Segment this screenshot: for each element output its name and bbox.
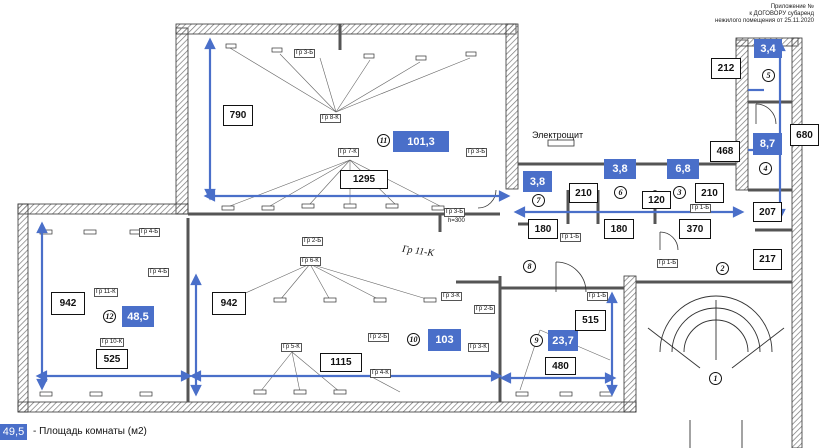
dim-180-left: 180 [528, 219, 558, 239]
room-number-7: 7 [532, 194, 545, 207]
room-number-8: 8 [523, 260, 536, 273]
group-label: Гр 8-К [320, 114, 341, 123]
header-line-3: нежилого помещения от 25.11.2020 [715, 18, 814, 24]
group-label: Гр 4-Б [139, 228, 161, 237]
dim-217: 217 [753, 249, 782, 270]
dim-207: 207 [753, 202, 782, 222]
electro-panel [547, 139, 575, 147]
dim-210-right: 210 [695, 183, 724, 203]
dim-480: 480 [545, 357, 576, 375]
height-label: h=300 [448, 218, 465, 224]
group-label: Гр 1-Б [560, 233, 582, 242]
group-label: Гр 11-К [94, 288, 118, 297]
group-label: Гр 3-Б [466, 148, 488, 157]
room-number-11: 11 [377, 134, 390, 147]
dim-370: 370 [679, 219, 711, 239]
group-label: Гр 7-К [338, 148, 359, 157]
room-number-2: 2 [716, 262, 729, 275]
dim-680: 680 [790, 124, 819, 146]
area-room-7: 3,8 [523, 171, 552, 192]
legend-text: - Площадь комнаты (м2) [33, 426, 147, 437]
light-fixtures [39, 43, 613, 397]
electro-panel-label: Электрощит [532, 130, 584, 140]
room-number-5: 5 [762, 69, 775, 82]
room-number-10: 10 [407, 333, 420, 346]
area-room-9: 23,7 [548, 330, 578, 351]
stage-arc [647, 295, 785, 448]
area-room-10: 103 [428, 329, 461, 351]
area-room-12: 48,5 [122, 306, 154, 327]
group-label: Гр 2-Б [302, 237, 324, 246]
lighting-lines [229, 47, 611, 393]
group-label: Гр 10-К [100, 338, 125, 347]
dim-120: 120 [642, 191, 671, 209]
dim-212: 212 [711, 58, 741, 79]
group-label: Гр 4-К [370, 369, 391, 378]
dim-525: 525 [96, 349, 128, 369]
group-label: Гр 1-Б [690, 204, 712, 213]
dim-942-left: 942 [51, 292, 85, 315]
area-room-3: 6,8 [667, 159, 699, 179]
area-room-6: 3,8 [604, 159, 636, 179]
dim-180-right: 180 [604, 219, 634, 239]
dim-468: 468 [710, 141, 740, 162]
room-number-3: 3 [673, 186, 686, 199]
area-room-5: 3,4 [754, 39, 782, 58]
measure-arrows [35, 37, 786, 397]
dim-1295: 1295 [340, 170, 388, 189]
legend-swatch: 49,5 [0, 424, 27, 440]
dim-790: 790 [223, 105, 253, 126]
outer-walls [17, 23, 803, 448]
group-label: Гр 4-Б [148, 268, 170, 277]
dim-942-mid: 942 [212, 292, 246, 315]
group-label: Гр 1-Б [587, 292, 609, 301]
room-number-6: 6 [614, 186, 627, 199]
group-label: Гр 3-Б [444, 208, 466, 217]
group-label: Гр 3-К [468, 343, 489, 352]
dim-210-left: 210 [569, 183, 598, 203]
group-label: Гр 1-Б [657, 259, 679, 268]
header-line-2: к ДОГОВОРУ субаренд [749, 11, 814, 17]
dim-1115: 1115 [320, 353, 362, 372]
room-number-9: 9 [530, 334, 543, 347]
room-number-12: 12 [103, 310, 116, 323]
group-label: Гр 6-К [300, 257, 321, 266]
group-label: Гр 5-К [281, 343, 302, 352]
room-number-1: 1 [709, 372, 722, 385]
room-number-4: 4 [759, 162, 772, 175]
group-label: Гр 2-Б [368, 333, 390, 342]
area-room-4: 8,7 [753, 133, 782, 155]
group-label: Гр 3-Б [294, 49, 316, 58]
group-label: Гр 3-К [441, 292, 462, 301]
doors [477, 103, 777, 293]
dim-515: 515 [575, 310, 606, 331]
group-label: Гр 2-Б [474, 305, 496, 314]
area-room-11: 101,3 [393, 131, 449, 152]
header-line-1: Приложение № [770, 4, 814, 10]
